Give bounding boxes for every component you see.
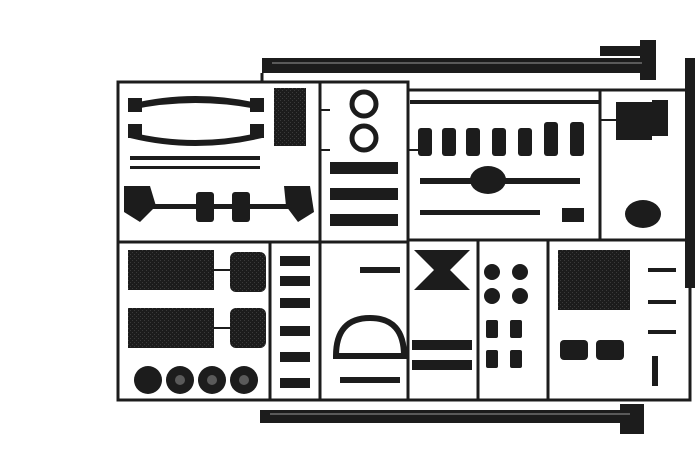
brake-assemblies [484, 264, 528, 368]
radiator-panel [274, 88, 306, 146]
frame-crossmember [332, 267, 408, 383]
leaf-springs [128, 96, 264, 169]
grille-panel [558, 250, 630, 360]
rear-axle [420, 166, 584, 222]
axle-brackets [124, 186, 314, 222]
bottom-frame-rail [260, 404, 644, 434]
spring-hangers [412, 250, 472, 370]
wheel-rims [134, 366, 258, 394]
right-side-rail [685, 58, 695, 288]
top-frame-rail [260, 40, 656, 82]
shock-absorbers [410, 100, 600, 156]
sprue-frame [116, 80, 692, 402]
small-parts-column [280, 256, 310, 388]
fuel-tanks [128, 250, 266, 348]
sprue-gates [214, 109, 616, 329]
battery-boxes [616, 100, 668, 228]
right-edge-parts [648, 268, 676, 386]
brake-drums [330, 89, 398, 226]
